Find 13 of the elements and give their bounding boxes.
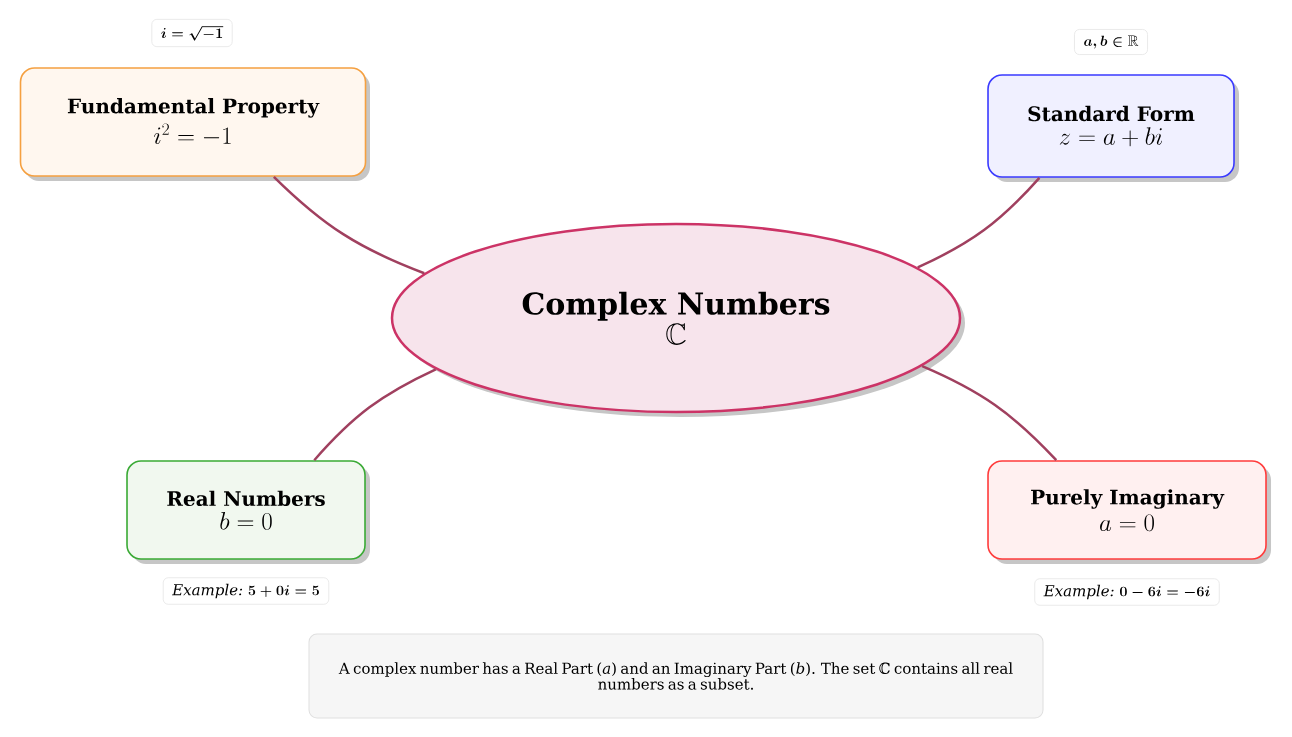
topic-box: Real Numbers $b = 0$ xyxy=(126,460,370,564)
topic-box: Purely Imaginary $a = 0$ xyxy=(987,460,1271,564)
topic-box: Standard Form $z = a + bi$ xyxy=(987,74,1239,182)
note-tag: $\textit{Example:}\ 5 + 0i = 5$ xyxy=(162,577,330,605)
connector-line xyxy=(921,364,1058,462)
note-tag: $i = \sqrt{-1}$ xyxy=(151,18,233,48)
caption-box: A complex number has a Real Part (a) and an Imaginary Part (b). The set ℂ contains all real numbers as a subset. xyxy=(308,633,1044,719)
note-tag: $a, b \in \mathbb{R}$ xyxy=(1074,29,1148,55)
connector-line xyxy=(917,176,1041,269)
note-tag: $\textit{Example:}\ 0 - 6i = -6i$ xyxy=(1034,578,1220,606)
topic-box: Fundamental Property $i^2 = -1$ xyxy=(19,67,370,181)
connector-line xyxy=(273,175,425,275)
connector-line xyxy=(313,368,437,462)
